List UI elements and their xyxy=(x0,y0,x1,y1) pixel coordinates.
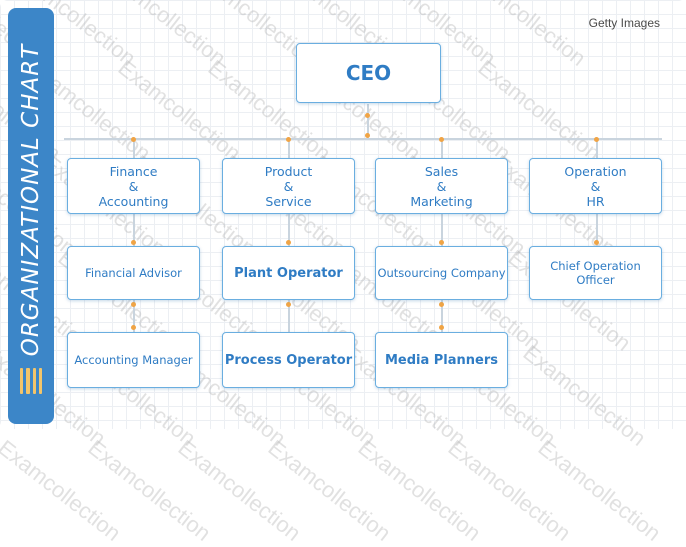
connector-dept xyxy=(441,138,443,158)
connector-dot xyxy=(131,325,136,330)
dept-line: Operation xyxy=(564,163,627,179)
role-label: Outsourcing Company xyxy=(377,266,506,280)
connector-l3 xyxy=(288,300,290,332)
dept-finance-box: Finance & Accounting xyxy=(67,158,200,214)
role-accounting-manager: Accounting Manager xyxy=(67,332,200,388)
dept-line: & xyxy=(128,178,139,194)
role-process-operator: Process Operator xyxy=(222,332,355,388)
connector-l2 xyxy=(133,214,135,246)
role-label: Accounting Manager xyxy=(74,353,193,367)
connector-dot xyxy=(439,325,444,330)
dept-line: Finance xyxy=(109,163,158,179)
dept-operation-box: Operation & HR xyxy=(529,158,662,214)
dept-product-box: Product & Service xyxy=(222,158,355,214)
connector-dot xyxy=(131,137,136,142)
connector-dot xyxy=(439,137,444,142)
connector-l2 xyxy=(441,214,443,246)
role-label: Chief Operation Officer xyxy=(550,259,641,287)
connector-dot xyxy=(286,240,291,245)
role-label: Media Planners xyxy=(384,352,499,368)
role-label: Process Operator xyxy=(224,352,353,368)
ceo-label: CEO xyxy=(345,61,392,85)
connector-dot xyxy=(594,240,599,245)
connector-l2 xyxy=(288,214,290,246)
connector-l3 xyxy=(441,300,443,332)
role-plant-operator: Plant Operator xyxy=(222,246,355,300)
connector-dot xyxy=(131,302,136,307)
connector-dot xyxy=(439,240,444,245)
watermark-text: Examcollection xyxy=(0,435,126,546)
connector-dot xyxy=(439,302,444,307)
connector-dept xyxy=(133,138,135,158)
connector-dot xyxy=(365,133,370,138)
image-credit: Getty Images xyxy=(588,16,660,30)
dept-line: & xyxy=(590,178,601,194)
watermark-text: Examcollection xyxy=(443,435,576,546)
watermark-text: Examcollection xyxy=(533,435,666,546)
dept-line: Product xyxy=(264,163,313,179)
watermark-text: Examcollection xyxy=(173,435,306,546)
dept-line: Service xyxy=(265,193,312,209)
dept-line: Sales xyxy=(424,163,459,179)
connector-horizontal xyxy=(64,138,662,140)
dept-line: HR xyxy=(586,193,605,209)
role-financial-advisor: Financial Advisor xyxy=(67,246,200,300)
dept-line: Marketing xyxy=(410,193,473,209)
connector-ceo-down xyxy=(367,104,369,138)
role-media-planners: Media Planners xyxy=(375,332,508,388)
dept-line: & xyxy=(283,178,294,194)
side-banner xyxy=(8,8,54,424)
ceo-box: CEO xyxy=(296,43,441,103)
connector-dept xyxy=(288,138,290,158)
role-label: Plant Operator xyxy=(234,265,343,281)
watermark-text: Examcollection xyxy=(353,435,486,546)
dept-sales-box: Sales & Marketing xyxy=(375,158,508,214)
connector-l2 xyxy=(596,214,598,246)
dept-line: Accounting xyxy=(98,193,169,209)
connector-dot xyxy=(286,302,291,307)
connector-dot xyxy=(594,137,599,142)
stripes-icon xyxy=(20,368,42,394)
connector-dot xyxy=(131,240,136,245)
side-title: ORGANIZATIONAL CHART xyxy=(18,43,44,357)
connector-dept xyxy=(596,138,598,158)
dept-line: & xyxy=(436,178,447,194)
watermark-text: Examcollection xyxy=(83,435,216,546)
role-label: Financial Advisor xyxy=(85,266,182,280)
connector-dot xyxy=(286,137,291,142)
role-chief-operation-officer: Chief Operation Officer xyxy=(529,246,662,300)
connector-dot xyxy=(365,113,370,118)
watermark-text: Examcollection xyxy=(263,435,396,546)
connector-l3 xyxy=(133,300,135,332)
role-outsourcing-company: Outsourcing Company xyxy=(375,246,508,300)
